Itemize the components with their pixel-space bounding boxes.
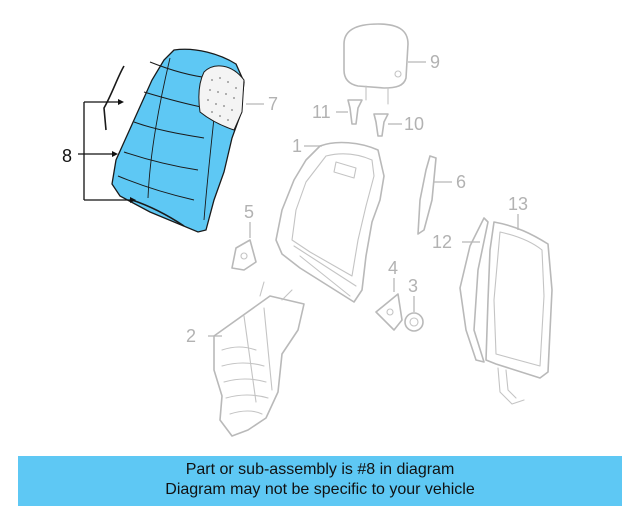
svg-text:13: 13 — [508, 194, 528, 214]
bracket-part-5: 5 — [231, 202, 257, 271]
svg-text:5: 5 — [244, 202, 254, 222]
lumbar-support-part-2: 2 — [186, 281, 305, 437]
svg-text:2: 2 — [186, 326, 196, 346]
svg-text:6: 6 — [456, 172, 466, 192]
clip-part-4: 4 — [375, 258, 403, 331]
knob-part-3: 3 — [404, 276, 424, 332]
seat-back-cover-part-8[interactable] — [103, 48, 245, 233]
back-board-part-13: 13 — [485, 194, 553, 405]
svg-text:8: 8 — [62, 146, 72, 166]
svg-text:10: 10 — [404, 114, 424, 134]
svg-text:3: 3 — [408, 276, 418, 296]
svg-text:4: 4 — [388, 258, 398, 278]
caption-line-2: Diagram may not be specific to your vehi… — [165, 481, 475, 498]
svg-text:11: 11 — [312, 102, 331, 122]
svg-text:9: 9 — [430, 52, 440, 72]
back-panel-part-12: 12 — [432, 217, 489, 363]
callout-7: 7 — [246, 94, 278, 114]
svg-text:1: 1 — [292, 136, 302, 156]
seat-frame-part-1: 1 — [275, 136, 385, 303]
svg-text:12: 12 — [432, 232, 452, 252]
headrest-part-9: 9 — [343, 23, 440, 105]
side-trim-part-6: 6 — [417, 155, 466, 235]
guide-part-11: 11 — [312, 99, 363, 125]
caption-line-1: Part or sub-assembly is #8 in diagram — [185, 461, 455, 478]
svg-text:7: 7 — [268, 94, 278, 114]
guide-part-10: 10 — [373, 113, 424, 137]
callout-8: 8 — [62, 99, 136, 203]
caption-banner: Part or sub-assembly is #8 in diagram Di… — [18, 456, 622, 506]
